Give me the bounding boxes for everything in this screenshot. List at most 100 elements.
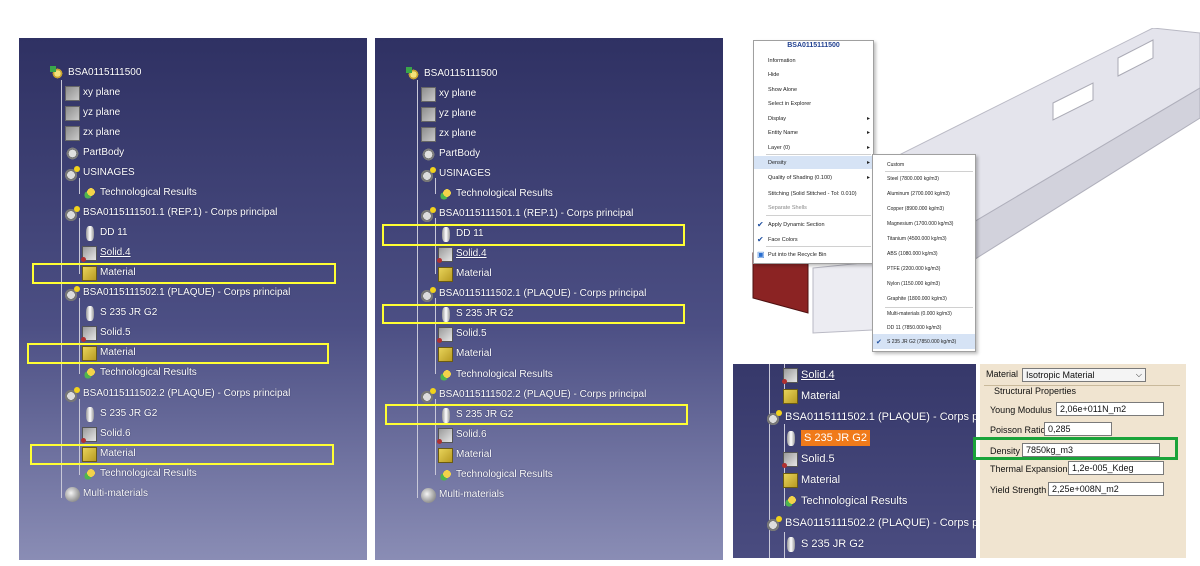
tree-node-root[interactable]: BSA0115111500 <box>50 64 141 82</box>
density-option-titanium[interactable]: Titanium (4500.000 kg/m3) <box>887 235 947 242</box>
menu-item-stitching[interactable]: Stitching (Solid Stitched - Tol: 0.010) <box>768 190 857 197</box>
tree-node-s235[interactable]: S 235 JR G2 <box>783 535 864 553</box>
tree-node-tech-results-3[interactable]: Technological Results <box>82 465 197 483</box>
tree-node-part2[interactable]: BSA0115111502.1 (PLAQUE) - Corps princip… <box>65 284 290 302</box>
tree-node-s235-1[interactable]: S 235 JR G2 <box>438 305 513 323</box>
material-cylinder-icon <box>442 407 450 423</box>
part-icon <box>50 65 65 81</box>
menu-item-dynamic-section[interactable]: ✔Apply Dynamic Section <box>757 220 825 229</box>
tree-node-usinages[interactable]: USINAGES <box>421 165 491 183</box>
tree-node-solid6[interactable]: Solid.6 <box>81 425 131 443</box>
density-option-ptfe[interactable]: PTFE (2200.000 kg/m3) <box>887 265 941 272</box>
material-cylinder-icon <box>442 306 450 322</box>
tree-node-zx-plane[interactable]: zx plane <box>65 124 120 142</box>
plane-icon <box>65 125 80 141</box>
tree-node-partbody[interactable]: PartBody <box>65 144 124 162</box>
tree-node-material-1[interactable]: Material <box>783 387 840 405</box>
tree-node-part3[interactable]: BSA0115111502.2 (PLAQUE) - Corps princip… <box>421 386 646 404</box>
tree-node-part2[interactable]: BSA0115111502.1 (PLAQUE) - Corps pr <box>767 408 976 426</box>
tree-node-multi-materials[interactable]: Multi-materials <box>65 485 148 503</box>
tree-node-s235-2[interactable]: S 235 JR G2 <box>438 406 513 424</box>
tree-node-solid4[interactable]: Solid.4 <box>437 245 487 263</box>
density-option-graphite[interactable]: Graphite (1800.000 kg/m3) <box>887 295 947 302</box>
tree-node-s235-selected[interactable]: S 235 JR G2 <box>783 429 870 447</box>
tree-node-part3[interactable]: BSA0115111502.2 (PLAQUE) - Corps pr <box>767 514 976 532</box>
tree-node-xy-plane[interactable]: xy plane <box>65 84 120 102</box>
tree-node-zx-plane[interactable]: zx plane <box>421 125 476 143</box>
menu-item-face-colors[interactable]: ✔Face Colors <box>757 235 798 244</box>
tree-node-part1[interactable]: BSA0115111501.1 (REP.1) - Corps principa… <box>421 205 633 223</box>
tree-node-solid5[interactable]: Solid.5 <box>81 324 131 342</box>
density-option-aluminum[interactable]: Aluminum (2700.000 kg/m3) <box>887 190 950 197</box>
tree-node-s235-2[interactable]: S 235 JR G2 <box>82 405 157 423</box>
tree-node-part3[interactable]: BSA0115111502.2 (PLAQUE) - Corps princip… <box>65 385 290 403</box>
tree-node-tech-results-3[interactable]: Technological Results <box>438 466 553 484</box>
menu-item-separate-shells[interactable]: Separate Shells <box>768 204 807 211</box>
tree-node-material-2[interactable]: Material <box>82 344 136 362</box>
menu-item-layer[interactable]: Layer (0)▸ <box>768 144 870 152</box>
tree-node-usinages[interactable]: USINAGES <box>65 164 135 182</box>
multi-materials-icon <box>65 486 80 502</box>
menu-item-density[interactable]: Density▸ <box>754 156 873 169</box>
menu-item-quality-shading[interactable]: Quality of Shading (0.100)▸ <box>768 174 870 182</box>
tree-node-material-2[interactable]: Material <box>783 471 840 489</box>
menu-item-hide[interactable]: Hide <box>768 71 780 78</box>
tree-node-multi-materials[interactable]: Multi-materials <box>421 486 504 504</box>
density-option-magnesium[interactable]: Magnesium (1700.000 kg/m3) <box>887 220 954 227</box>
density-option-copper[interactable]: Copper (8900.000 kg/m3) <box>887 205 944 212</box>
tree-node-solid5[interactable]: Solid.5 <box>782 450 835 468</box>
density-option-nylon[interactable]: Nylon (1150.000 kg/m3) <box>887 280 940 287</box>
tree-node-material-1[interactable]: Material <box>82 264 136 282</box>
tree-node-tech-results[interactable]: Technological Results <box>438 185 553 203</box>
menu-item-display[interactable]: Display▸ <box>768 115 870 123</box>
tree-node-tech-results[interactable]: Technological Results <box>783 492 907 510</box>
tree-node-solid5[interactable]: Solid.5 <box>437 325 487 343</box>
tree-node-part2[interactable]: BSA0115111502.1 (PLAQUE) - Corps princip… <box>421 285 646 303</box>
young-modulus-field[interactable]: 2,06e+011N_m2 <box>1056 402 1164 416</box>
density-option-multi-materials[interactable]: Multi-materials (0.000 kg/m3) <box>887 310 952 317</box>
tree-node-xy-plane[interactable]: xy plane <box>421 85 476 103</box>
material-cylinder-icon <box>787 536 795 552</box>
tree-node-partbody[interactable]: PartBody <box>421 145 480 163</box>
tree-node-material-3[interactable]: Material <box>438 446 492 464</box>
tree-node-solid4[interactable]: Solid.4 <box>782 366 835 384</box>
body-icon <box>421 206 436 222</box>
tree-node-solid6[interactable]: Solid.6 <box>437 426 487 444</box>
density-option-abs[interactable]: ABS (1080.000 kg/m3) <box>887 250 938 257</box>
tree-node-solid4[interactable]: Solid.4 <box>81 244 131 262</box>
tree-node-dd11[interactable]: DD 11 <box>438 225 484 243</box>
tree-node-tech-results[interactable]: Technological Results <box>82 184 197 202</box>
tree-node-yz-plane[interactable]: yz plane <box>65 104 120 122</box>
density-option-dd11[interactable]: DD 11 (7850.000 kg/m3) <box>887 324 942 331</box>
menu-item-entity-name[interactable]: Entity Name▸ <box>768 129 870 137</box>
density-option-s235[interactable]: ✔S 235 JR G2 (7850.000 kg/m3) <box>873 334 975 349</box>
density-field[interactable]: 7850kg_m3 <box>1022 443 1160 457</box>
tree-node-s235-1[interactable]: S 235 JR G2 <box>82 304 157 322</box>
highlight-box <box>382 224 685 246</box>
menu-item-recycle-bin[interactable]: ▣Put into the Recycle Bin <box>757 250 827 259</box>
tree-node-material-2[interactable]: Material <box>438 345 492 363</box>
density-option-steel[interactable]: Steel (7800.000 kg/m3) <box>887 175 939 182</box>
yield-strength-field[interactable]: 2,25e+008N_m2 <box>1048 482 1164 496</box>
checkmark-icon: ✔ <box>876 338 882 346</box>
tree-node-part1[interactable]: BSA0115111501.1 (REP.1) - Corps principa… <box>65 204 277 222</box>
menu-item-information[interactable]: Information <box>768 57 796 64</box>
density-option-custom[interactable]: Custom <box>887 161 905 168</box>
tree-node-material-3[interactable]: Material <box>82 445 136 463</box>
menu-item-select-explorer[interactable]: Select in Explorer <box>768 100 812 107</box>
tree-node-tech-results-2[interactable]: Technological Results <box>438 366 553 384</box>
tree-node-material-1[interactable]: Material <box>438 265 492 283</box>
submenu-arrow-icon: ▸ <box>866 160 870 166</box>
thermal-expansion-field[interactable]: 1,2e-005_Kdeg <box>1068 461 1164 475</box>
material-label: Material <box>986 369 1019 379</box>
poisson-ratio-field[interactable]: 0,285 <box>1044 422 1112 436</box>
tech-results-icon <box>82 466 97 482</box>
menu-item-show-alone[interactable]: Show Alone <box>768 86 798 93</box>
3d-viewport[interactable]: BSA0115111500 Information Hide Show Alon… <box>733 28 1200 364</box>
tree-node-tech-results-2[interactable]: Technological Results <box>82 364 197 382</box>
tree-node-root[interactable]: BSA0115111500 <box>406 65 497 83</box>
tree-node-yz-plane[interactable]: yz plane <box>421 105 476 123</box>
highlight-box <box>27 343 329 364</box>
tree-node-dd11[interactable]: DD 11 <box>82 224 128 242</box>
material-type-select[interactable]: Isotropic Material ⌵ <box>1022 368 1146 382</box>
